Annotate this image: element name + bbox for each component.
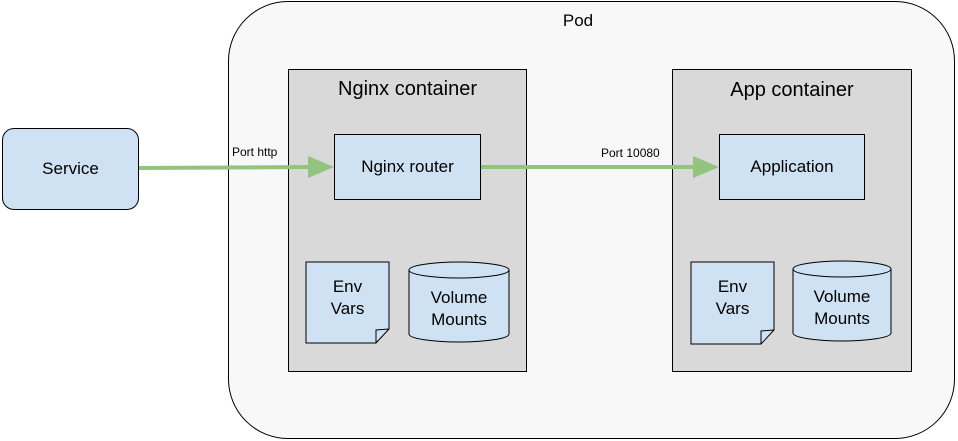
nginx-env-vars-line-1: Env bbox=[332, 277, 363, 296]
app-volume-mounts-text: Volume Mounts bbox=[793, 286, 891, 330]
arrow-router-to-app bbox=[481, 156, 719, 178]
arrow-service-to-router bbox=[138, 156, 334, 178]
application-node[interactable]: Application bbox=[719, 134, 865, 200]
nginx-volume-mounts-text: Volume Mounts bbox=[409, 287, 509, 331]
port-10080-label: Port 10080 bbox=[601, 146, 660, 160]
nginx-router-node[interactable]: Nginx router bbox=[334, 134, 481, 200]
nginx-volume-mounts-line-1: Volume bbox=[430, 288, 488, 307]
app-volume-mounts-line-2: Mounts bbox=[814, 309, 870, 328]
service-label: Service bbox=[42, 159, 99, 178]
port-http-label: Port http bbox=[232, 145, 278, 159]
app-env-vars-note[interactable] bbox=[690, 261, 775, 345]
application-label: Application bbox=[750, 157, 834, 176]
nginx-router-label: Nginx router bbox=[361, 157, 454, 176]
nginx-volume-mounts-cylinder[interactable] bbox=[408, 261, 510, 343]
nginx-env-vars-text: Env Vars bbox=[306, 276, 389, 320]
nginx-container-title: Nginx container bbox=[338, 78, 477, 100]
app-container-title: App container bbox=[730, 79, 854, 101]
app-volume-mounts-line-1: Volume bbox=[813, 287, 871, 306]
nginx-env-vars-note[interactable] bbox=[305, 261, 390, 344]
pod-label: Pod bbox=[562, 11, 594, 30]
app-env-vars-line-2: Vars bbox=[715, 299, 750, 318]
nginx-env-vars-line-2: Vars bbox=[330, 299, 365, 318]
app-env-vars-line-1: Env bbox=[717, 277, 748, 296]
app-env-vars-text: Env Vars bbox=[691, 276, 774, 320]
service-node[interactable]: Service bbox=[2, 128, 139, 210]
app-volume-mounts-cylinder[interactable] bbox=[792, 260, 892, 342]
nginx-volume-mounts-line-2: Mounts bbox=[431, 310, 487, 329]
